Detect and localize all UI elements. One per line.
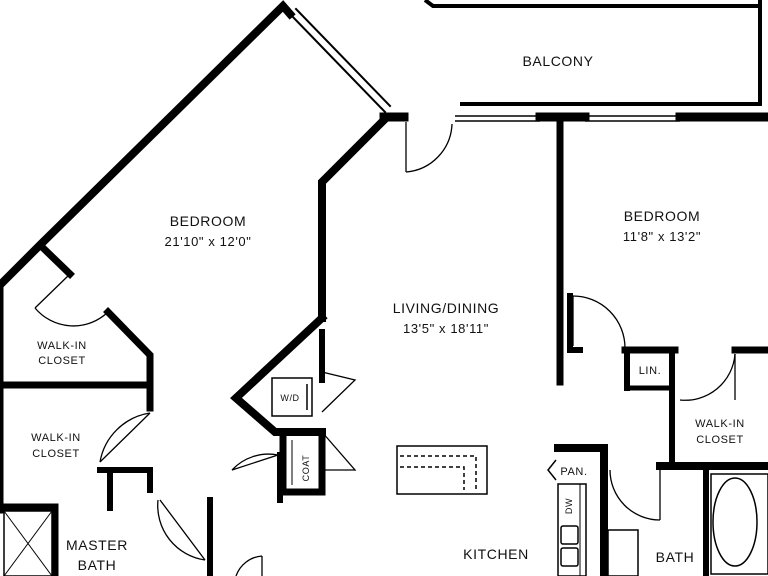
- sink-bowl: [560, 547, 579, 567]
- door-swing: [679, 353, 736, 401]
- doors: [34, 122, 736, 576]
- room-label-living-dining: LIVING/DINING: [393, 300, 500, 316]
- pantry-marker: [547, 459, 557, 481]
- door-swing: [157, 499, 206, 561]
- door-leaf: [34, 273, 71, 309]
- labels: BALCONY BEDROOM 21'10" x 12'0" BEDROOM 1…: [31, 53, 745, 573]
- exterior-wall-northwest: [0, 0, 296, 291]
- bath-vanity: [607, 529, 639, 576]
- door-leaf: [231, 454, 279, 471]
- fixture-label-linen: LIN.: [639, 365, 662, 377]
- washer-dryer-box: [271, 377, 313, 417]
- table-dashes: [400, 466, 465, 490]
- room-size-bedroom-1: 21'10" x 12'0": [165, 234, 252, 249]
- door-swing: [609, 469, 661, 521]
- door-swing: [235, 555, 263, 576]
- fixture-label-coat: COAT: [301, 455, 311, 482]
- room-label-master-bath: MASTER: [66, 537, 128, 553]
- wall-master-bath-top: [0, 503, 59, 576]
- room-label-bedroom-2: BEDROOM: [624, 208, 701, 224]
- sink-bowl: [560, 525, 579, 545]
- window-wall-line: [288, 12, 387, 114]
- shower-cross: [3, 510, 53, 576]
- wall-closet1: [0, 281, 154, 389]
- door-bifold: [321, 431, 357, 471]
- dining-table: [396, 445, 488, 495]
- door-swing: [34, 307, 109, 327]
- room-size-bedroom-2: 11'8" x 13'2": [623, 229, 701, 244]
- fixture-label-dishwasher: DW: [564, 498, 574, 514]
- wall-laundry: [230, 312, 328, 436]
- door-leaf: [159, 499, 206, 561]
- door-swing: [405, 123, 453, 173]
- room-label-walk-in-closet-1: WALK-IN: [37, 340, 87, 352]
- wall-kitchen-bath: [554, 444, 608, 576]
- bathtub-basin: [712, 477, 758, 567]
- fixture-label-pantry: PAN.: [560, 466, 587, 478]
- room-size-living-dining: 13'5" x 18'11": [403, 321, 489, 336]
- door-swing: [99, 412, 151, 463]
- bathtub: [710, 473, 768, 575]
- master-shower: [3, 510, 53, 576]
- door-leaf: [99, 412, 151, 463]
- kitchen-cabinet: [557, 483, 587, 576]
- fixture-label-washer-dryer: W/D: [280, 393, 299, 403]
- wall-closet1-jamb: [35, 240, 75, 279]
- room-label-walk-in-closet-3: WALK-IN: [695, 418, 745, 430]
- room-label-master-bath-line2: BATH: [78, 557, 117, 573]
- room-label-walk-in-closet-3-line2: CLOSET: [696, 434, 744, 446]
- room-label-bedroom-1: BEDROOM: [170, 213, 247, 229]
- wall-bedroom2-door-jamb: [567, 293, 583, 353]
- fixtures: [3, 377, 768, 576]
- room-label-bath: BATH: [656, 549, 695, 565]
- room-label-walk-in-closet-2: WALK-IN: [31, 432, 81, 444]
- table-dashes: [400, 455, 477, 490]
- room-label-walk-in-closet-1-line2: CLOSET: [38, 355, 86, 367]
- room-label-balcony: BALCONY: [522, 53, 593, 69]
- wall-closet2-bottom: [97, 467, 153, 493]
- wall-bedroom-living: [318, 112, 392, 322]
- window-wall-line: [294, 7, 392, 108]
- door-swing: [231, 453, 279, 471]
- door-swing: [572, 295, 626, 349]
- balcony-railing: [423, 0, 762, 106]
- room-label-walk-in-closet-2-line2: CLOSET: [32, 448, 80, 460]
- balcony-area: [423, 0, 762, 122]
- door-bifold: [321, 371, 357, 413]
- room-label-kitchen: KITCHEN: [463, 546, 529, 562]
